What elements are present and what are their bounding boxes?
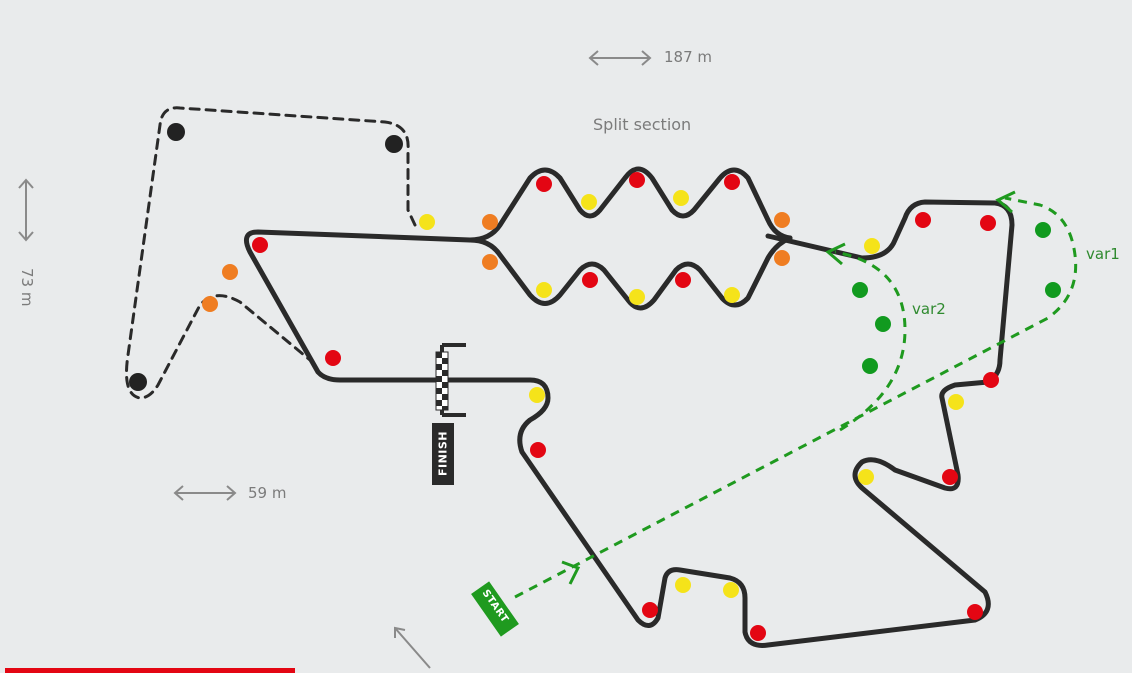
main-track-left-loop	[243, 199, 1015, 648]
yellow-cone	[948, 394, 964, 410]
red-cone	[724, 174, 740, 190]
orange-cone	[482, 254, 498, 270]
red-cone	[629, 172, 645, 188]
orange-cone	[482, 214, 498, 230]
yellow-cone	[529, 387, 545, 403]
double-arrow-vertical-icon	[18, 178, 34, 242]
red-cone	[252, 237, 268, 253]
red-cone	[942, 469, 958, 485]
yellow-cone	[723, 582, 739, 598]
yellow-cone	[419, 214, 435, 230]
orange-cone	[222, 264, 238, 280]
start-tag-bg	[471, 581, 519, 637]
red-cone	[582, 272, 598, 288]
dashed-loop-track	[125, 106, 417, 400]
yellow-cone	[581, 194, 597, 210]
green-cone	[862, 358, 878, 374]
black-cone	[385, 135, 403, 153]
checkered-finish-gate-icon	[435, 343, 466, 417]
variant-2-label: var2	[912, 300, 946, 318]
red-cone	[675, 272, 691, 288]
variant-1-label: var1	[1086, 245, 1120, 263]
red-cone	[530, 442, 546, 458]
green-cone	[852, 282, 868, 298]
finish-label: FINISH	[436, 430, 450, 477]
orange-cone	[774, 212, 790, 228]
cones	[129, 123, 1061, 641]
variant-2-arrowhead	[825, 242, 846, 266]
yellow-cone	[536, 282, 552, 298]
red-cone	[967, 604, 983, 620]
green-cone	[1035, 222, 1051, 238]
orange-cone	[202, 296, 218, 312]
split-section-label: Split section	[593, 115, 692, 134]
orange-cone	[774, 250, 790, 266]
variant-1-route	[514, 196, 1078, 599]
double-arrow-horizontal-left-icon	[173, 485, 237, 501]
black-cone	[167, 123, 185, 141]
yellow-cone	[858, 469, 874, 485]
red-cone	[983, 372, 999, 388]
yellow-cone	[675, 577, 691, 593]
variant-2-route	[834, 250, 907, 432]
start-route-arrowhead	[561, 560, 581, 585]
split-section-upper-path	[467, 166, 793, 243]
double-arrow-horizontal-icon	[588, 50, 652, 66]
finish-tag-bg	[432, 423, 454, 485]
black-cone	[129, 373, 147, 391]
red-cone	[750, 625, 766, 641]
scale-label-59m: 59 m	[248, 484, 287, 502]
yellow-cone	[864, 238, 880, 254]
scale-label-187m: 187 m	[664, 48, 713, 66]
split-section-lower-path	[467, 235, 793, 311]
yellow-cone	[724, 287, 740, 303]
bottom-accent-bar	[5, 668, 295, 673]
scale-label-73m: 73 m	[18, 268, 36, 307]
red-cone	[915, 212, 931, 228]
yellow-cone	[629, 289, 645, 305]
red-cone	[980, 215, 996, 231]
yellow-cone	[673, 190, 689, 206]
red-cone	[642, 602, 658, 618]
double-arrow-diagonal-icon	[394, 626, 431, 669]
red-cone	[325, 350, 341, 366]
red-cone	[536, 176, 552, 192]
green-cone	[1045, 282, 1061, 298]
variant-1-arrowhead	[995, 190, 1016, 214]
green-cone	[875, 316, 891, 332]
